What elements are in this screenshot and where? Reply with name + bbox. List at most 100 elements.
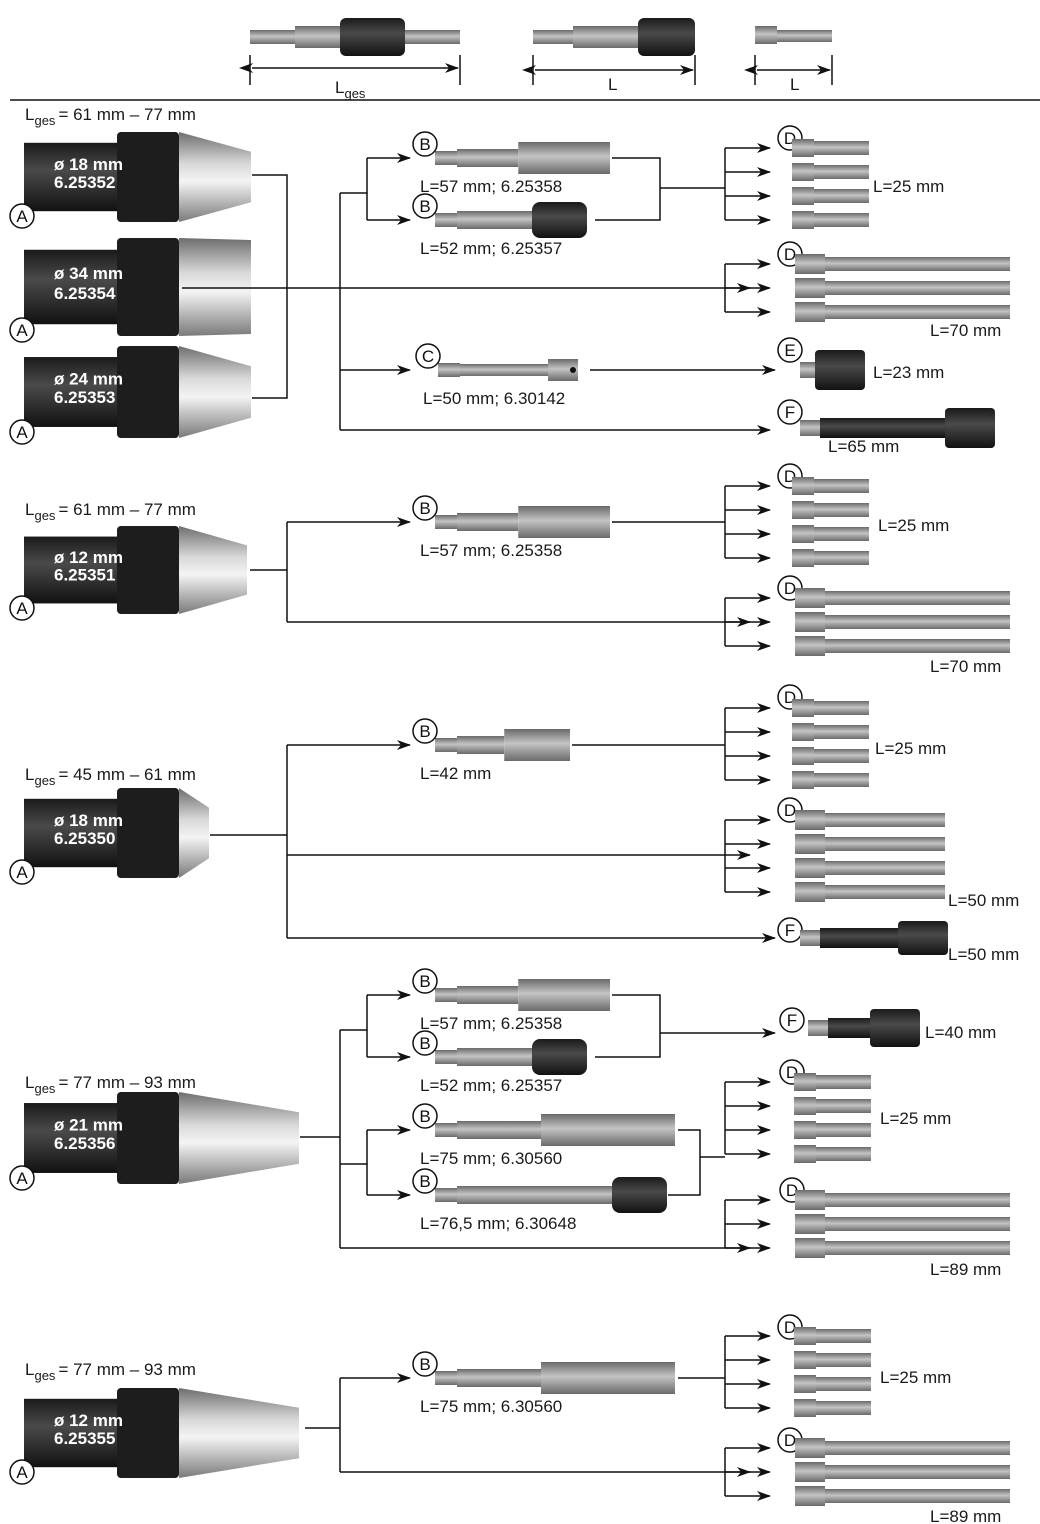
adapter-label: L=76,5 mm; 6.30648 [420,1214,576,1233]
output-label: L=70 mm [930,657,1001,676]
letter-badge: E [777,337,803,363]
bit-shaft [825,281,1010,295]
letter-badge: A [9,1165,35,1191]
bit-hex-shank [792,699,814,717]
legend-tool-bit-holder-long [250,18,460,56]
holder-collar [117,238,179,336]
length-range-sub: ges [34,113,55,128]
adapter-sleeve [541,1114,675,1146]
short-bit [792,477,869,495]
letter-badge-circle [9,595,35,621]
bit-hex-shank [794,1327,816,1345]
letter-badge-circle [415,343,441,369]
letter-badge: F [777,399,803,425]
letter-badge-circle [412,1103,438,1129]
bit-tip [814,213,869,227]
holder-sleeve: ø 18 mm6.25352 [24,132,251,222]
long-bit [795,882,945,902]
adapter-body [460,364,550,376]
adapter-sleeve [541,1362,675,1394]
output-label: L=23 mm [873,363,944,382]
letter-badge-circle [412,718,438,744]
socket-nut-setter [808,1009,920,1047]
letter-badge-text: C [422,347,434,366]
length-range-prefix: L [25,1360,34,1379]
letter-badge-circle [412,193,438,219]
adapter-shank [435,515,457,529]
length-range-label: Lges= 61 mm – 77 mm [25,105,196,128]
letter-badge-circle [412,968,438,994]
bit-shaft [825,1441,1010,1455]
holder-sleeve: ø 12 mm6.25351 [24,526,247,614]
holder-diameter: ø 12 mm [54,548,123,567]
output-label: L=89 mm [930,1507,1001,1524]
holder-cone [179,526,247,614]
bit-tip [814,749,869,763]
bit-hex-shank [792,211,814,229]
holder-body [24,1398,117,1468]
letter-badge-text: D [784,579,796,598]
holder-cone [179,788,209,878]
bit-hex-shank [794,1145,816,1163]
letter-badge-circle [412,1351,438,1377]
letter-badge-circle [412,495,438,521]
short-bit [792,723,869,741]
bit-shaft [825,615,1010,629]
letter-badge: B [412,1103,438,1129]
adapter-shank [435,988,457,1002]
short-bit [792,525,869,543]
holder-body [24,798,117,868]
socket-head [870,1009,920,1047]
socket-shank [800,930,820,946]
holder-sleeve: ø 12 mm6.25355 [24,1388,299,1478]
bit-hex-shank [795,636,825,656]
long-bit [795,1214,1010,1234]
holder-sleeve: ø 18 mm6.25350 [24,788,209,878]
connector-line [340,995,368,1031]
output-label: L=89 mm [930,1260,1001,1279]
letter-badge-circle [412,1030,438,1056]
letter-badge-circle [9,1459,35,1485]
adapter-label: L=52 mm; 6.25357 [420,239,562,258]
holder-diameter: ø 12 mm [54,1411,123,1430]
adapter-bit-holder: L=42 mm [420,729,570,783]
letter-badge-text: B [419,197,430,216]
short-bit [792,211,869,229]
long-bit [795,588,1010,608]
holder-code: 6.25352 [54,173,115,192]
holder-sleeve: ø 34 mm6.25354 [24,238,251,336]
socket-head [898,921,948,955]
length-range-label: Lges= 77 mm – 93 mm [25,1360,196,1383]
adapter-bit-holder: L=57 mm; 6.25358 [420,979,610,1033]
length-range-prefix: L [25,105,34,124]
adapter-label: L=50 mm; 6.30142 [423,389,565,408]
output-label: L=70 mm [930,321,1001,340]
short-bit [792,771,869,789]
letter-badge-circle [9,419,35,445]
bit-tip [816,1075,871,1089]
long-bit [795,810,945,830]
holder-body [24,536,117,604]
holder-collar [117,526,179,614]
holder-body [24,142,117,212]
letter-badge: B [412,718,438,744]
holder-sleeve: ø 21 mm6.25356 [24,1092,299,1184]
adapter-body [457,1121,541,1139]
bit-hex-shank [795,834,825,854]
holder-collar [117,132,179,222]
adapter-bit-holder: L=76,5 mm; 6.30648 [420,1177,667,1233]
legend-tool-bit-holder [533,18,695,56]
adapter-sleeve [518,506,610,538]
adapter-body [457,211,532,229]
bit-tip [814,773,869,787]
letter-badge-circle [777,399,803,425]
long-bit [795,302,1010,322]
bit-shaft [825,837,945,851]
legend-l-label: L [608,75,617,94]
letter-badge-circle [412,131,438,157]
short-bit [792,139,869,157]
output-label: L=40 mm [925,1023,996,1042]
letter-badge: B [412,1168,438,1194]
connector-line [595,157,661,221]
letter-badge-text: A [16,863,28,882]
